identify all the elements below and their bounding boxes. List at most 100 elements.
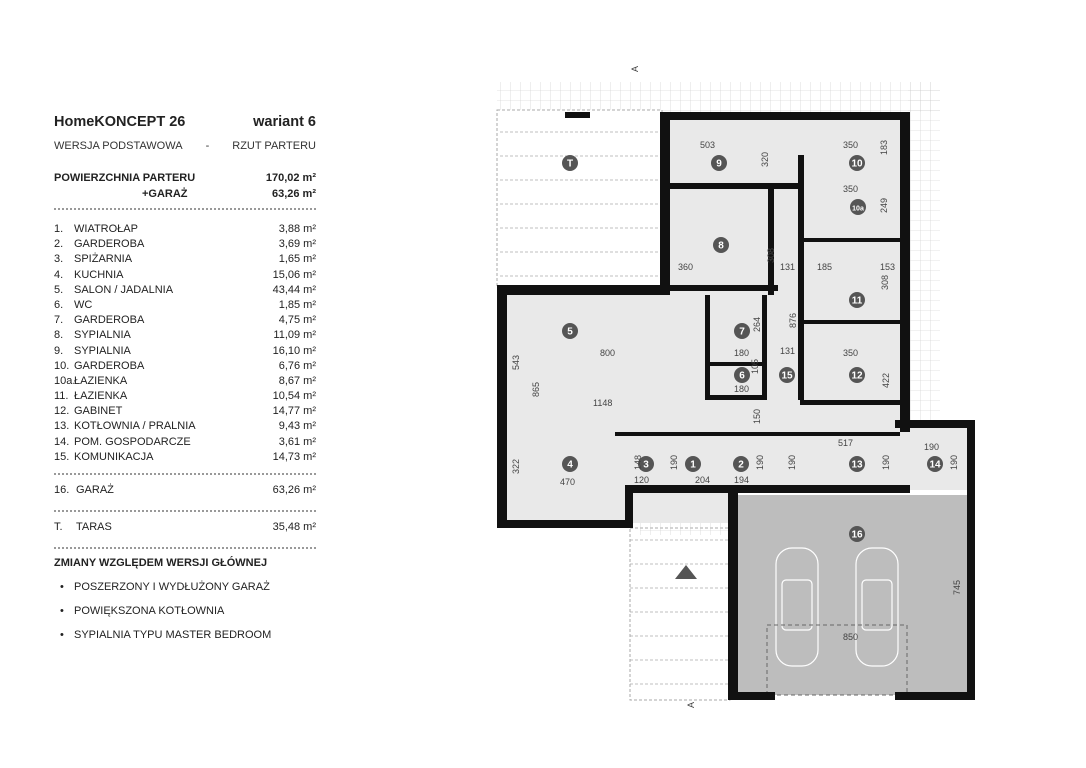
- dimension-label: 543: [511, 355, 521, 370]
- marker-label: 1: [690, 460, 696, 471]
- item-name: KOTŁOWNIA / PRALNIA: [74, 420, 196, 433]
- item-number: 12.: [54, 405, 70, 418]
- marker-circle: [734, 323, 750, 339]
- variant-label: wariant 6: [253, 114, 316, 130]
- dimension-label: 800: [600, 348, 615, 358]
- room-marker: 1: [685, 456, 701, 472]
- dimension-label: 350: [843, 348, 858, 358]
- item-area: 15,06 m²: [272, 268, 316, 281]
- entrance-arrow-icon: [675, 565, 697, 579]
- room-marker: 10: [849, 155, 865, 171]
- marker-circle: [849, 292, 865, 308]
- walls: [497, 112, 975, 700]
- marker-label: T: [567, 159, 573, 170]
- item-area: 63,26 m²: [272, 484, 316, 496]
- room-marker: 16: [849, 526, 865, 542]
- change-text: SYPIALNIA TYPU MASTER BEDROOM: [74, 629, 272, 642]
- marker-label: 9: [716, 159, 722, 170]
- item-name: ŁAZIENKA: [74, 390, 128, 403]
- change-item: •SYPIALNIA TYPU MASTER BEDROOM: [60, 629, 316, 641]
- terrace-boards: [500, 112, 660, 286]
- dimension-label: 320: [760, 152, 770, 167]
- item-number: 16.: [54, 484, 70, 496]
- marker-label: 6: [739, 371, 745, 382]
- marker-label: 10a: [852, 206, 864, 213]
- item-number: 6.: [54, 298, 64, 311]
- car-icon: [855, 547, 899, 667]
- item-area: 14,73 m²: [272, 450, 316, 463]
- dimension-label: 131: [780, 262, 795, 272]
- room-marker: 8: [713, 237, 729, 253]
- dimension-label: 322: [511, 459, 521, 474]
- dimension-label: 1148: [593, 398, 612, 408]
- marker-circle: [711, 155, 727, 171]
- version-label: WERSJA PODSTAWOWA: [54, 140, 183, 152]
- marker-circle: [562, 456, 578, 472]
- dimension-label: 876: [788, 313, 798, 328]
- divider: [54, 208, 316, 210]
- dimension-label: 190: [669, 455, 679, 470]
- garage-floor: [735, 495, 970, 695]
- garage-sum-label: +GARAŻ: [142, 188, 188, 200]
- dimension-label: 185: [817, 262, 832, 272]
- marker-circle: [849, 155, 865, 171]
- item-area: 6,76 m²: [278, 359, 316, 372]
- room-marker: T: [562, 155, 578, 171]
- marker-circle: [849, 526, 865, 542]
- room-marker: 3: [638, 456, 654, 472]
- item-area: 14,77 m²: [272, 405, 316, 418]
- item-number: 15.: [54, 450, 70, 463]
- marker-label: 5: [567, 327, 573, 338]
- dimension-label: 350: [843, 140, 858, 150]
- room-marker: 14: [927, 456, 943, 472]
- marker-label: 15: [781, 371, 793, 382]
- item-name: GARDEROBA: [74, 238, 145, 251]
- marker-circle: [849, 456, 865, 472]
- terrace-grid-right: [908, 82, 940, 422]
- dimension-label: 150: [752, 409, 762, 424]
- item-area: 3,69 m²: [278, 238, 316, 251]
- room-marker: 15: [779, 367, 795, 383]
- dimension-label: 350: [843, 184, 858, 194]
- separator: -: [205, 140, 210, 152]
- item-number: 3.: [54, 253, 64, 266]
- item-area: 10,54 m²: [272, 390, 316, 403]
- marker-circle: [638, 456, 654, 472]
- room-marker: 11: [849, 292, 865, 308]
- item-number: 5.: [54, 283, 64, 296]
- dimension-label: 190: [881, 455, 891, 470]
- dimension-label: 180: [734, 384, 749, 394]
- item-name: KOMUNIKACJA: [74, 450, 154, 463]
- item-number: 4.: [54, 268, 64, 281]
- change-text: POSZERZONY I WYDŁUŻONY GARAŻ: [74, 581, 270, 594]
- room-marker: 12: [849, 367, 865, 383]
- room-marker: 13: [849, 456, 865, 472]
- section-mark-top: A: [630, 66, 640, 72]
- marker-label: 11: [852, 296, 863, 307]
- dimension-label: 360: [678, 262, 693, 272]
- item-area: 4,75 m²: [278, 314, 316, 327]
- marker-label: 8: [718, 241, 724, 252]
- item-name: WC: [74, 298, 93, 311]
- dimension-label: 194: [734, 475, 749, 485]
- item-area: 16,10 m²: [272, 344, 316, 357]
- marker-label: 3: [643, 460, 649, 471]
- section-mark-bottom: A: [686, 702, 696, 708]
- marker-label: 14: [929, 460, 941, 471]
- item-number: 1.: [54, 223, 64, 235]
- dimension-label: 190: [949, 455, 959, 470]
- marker-circle: [850, 199, 866, 215]
- dimension-label: 865: [531, 382, 541, 397]
- dimension-label: 422: [881, 373, 891, 388]
- change-item: •POSZERZONY I WYDŁUŻONY GARAŻ: [60, 581, 316, 593]
- car-icon: [775, 547, 819, 667]
- item-number: 14.: [54, 435, 70, 448]
